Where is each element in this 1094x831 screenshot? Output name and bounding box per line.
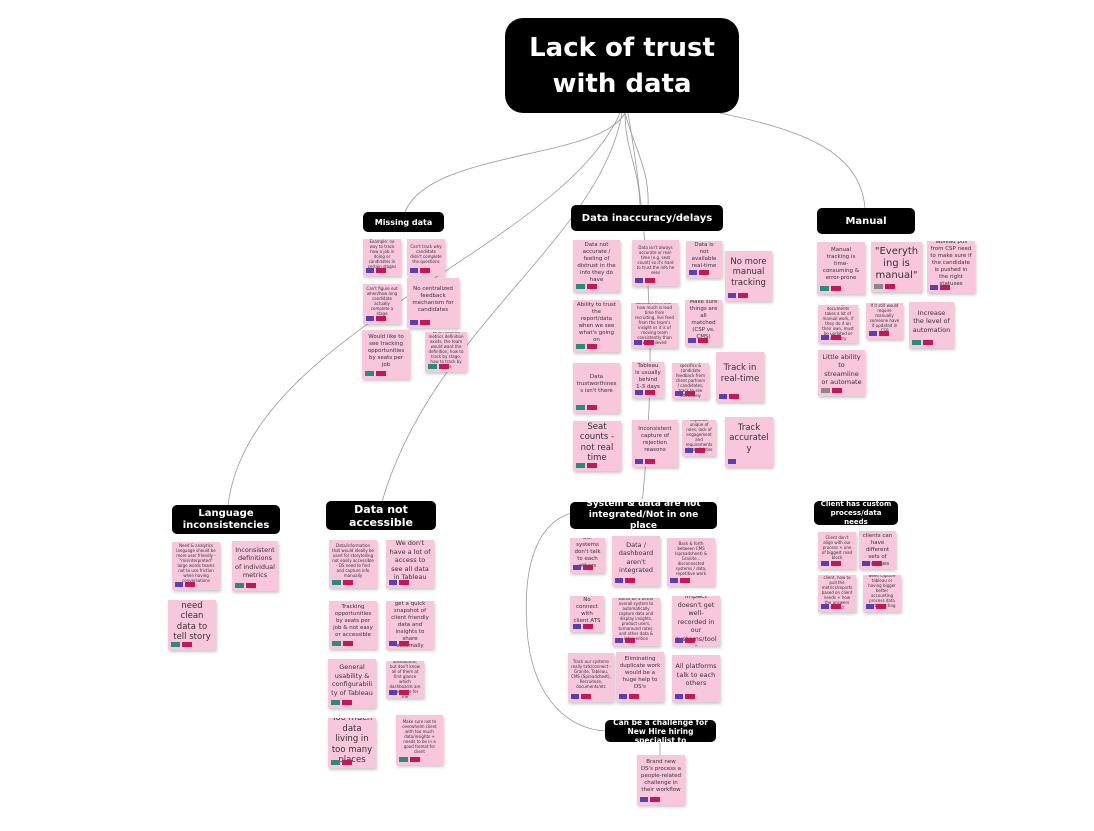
sticky-note[interactable]: Need capture tableau or having bigger be… bbox=[863, 575, 901, 612]
sticky-note[interactable]: Data not accurate / feeling of distrust … bbox=[573, 240, 620, 292]
sticky-note[interactable]: We don't have a lot of access to see all… bbox=[386, 540, 434, 588]
sticky-note[interactable]: Her work's impact doesn't get well-recor… bbox=[672, 596, 720, 646]
connector-manual bbox=[719, 112, 866, 209]
sticky-note[interactable]: Our systems don't talk to each others bbox=[570, 538, 605, 573]
sticky-note[interactable]: All platforms talk to each others bbox=[672, 655, 720, 702]
sticky-note[interactable]: Data / dashboard aren't integrated bbox=[612, 536, 660, 586]
sticky-note[interactable]: need clean data to tell story bbox=[168, 600, 216, 650]
sticky-note[interactable]: Eliminating duplicate work would be a hu… bbox=[616, 652, 664, 702]
sticky-note[interactable]: Track our systems really talk/connect - … bbox=[568, 653, 614, 702]
sticky-note[interactable]: Data isn't always accurate or real-time … bbox=[632, 240, 679, 286]
sticky-note[interactable]: Track accurately bbox=[725, 417, 773, 467]
sticky-note[interactable]: If it still would require manually someo… bbox=[866, 303, 903, 339]
sticky-note[interactable]: Increase the level of automation bbox=[909, 302, 954, 348]
category-data-inaccuracy[interactable]: Data inaccuracy/delays bbox=[571, 205, 723, 231]
sticky-note[interactable]: Would be a better overall system to auto… bbox=[612, 598, 660, 646]
sticky-note[interactable]: Example: no way to track how a job is do… bbox=[363, 239, 401, 276]
sticky-note[interactable]: Data/information that would ideally be u… bbox=[329, 540, 377, 588]
sticky-note[interactable]: Seat counts - not real time bbox=[573, 421, 621, 471]
category-new-hire[interactable]: Can be a challenge for New Hire hiring s… bbox=[605, 718, 716, 745]
sticky-note[interactable]: Tableau/client tool - how much is lead t… bbox=[631, 303, 678, 348]
sticky-note[interactable]: Can't track why candidate didn't complet… bbox=[407, 239, 445, 276]
category-manual[interactable]: Manual bbox=[817, 208, 915, 234]
sticky-note[interactable]: Not easy to get a quick snapshot of clie… bbox=[386, 601, 434, 649]
connector-not-accessible bbox=[380, 112, 623, 506]
sticky-note[interactable]: Manual tracking is time-consuming & erro… bbox=[817, 242, 865, 294]
sticky-note[interactable]: Would like to see tracking opportunities… bbox=[362, 330, 410, 379]
sticky-note[interactable]: Tableau is usually behind 1-3 days bbox=[632, 362, 664, 398]
sticky-note[interactable]: Tracking opportunities by seats per job … bbox=[329, 601, 377, 649]
sticky-note[interactable]: Every clients can have different sets of… bbox=[859, 531, 896, 569]
sticky-note[interactable]: Data trustworthiness isn't there bbox=[573, 363, 620, 413]
sticky-note[interactable]: Tableau pull from CSP need to make sure … bbox=[927, 241, 975, 293]
category-data-not-accessible[interactable]: Data not accessible bbox=[326, 501, 436, 530]
sticky-note[interactable]: Is there specifics & candidate feedback … bbox=[672, 363, 709, 399]
sticky-note[interactable]: Track in real-time bbox=[716, 352, 764, 402]
sticky-note[interactable]: Make sure things are all matched (CSP vs… bbox=[685, 300, 722, 346]
sticky-note[interactable]: There are dashboards, but don't know all… bbox=[386, 661, 424, 698]
sticky-note[interactable]: When desired metrics definition exists, … bbox=[425, 332, 467, 372]
sticky-note[interactable]: Separate unique of roles, lack of engage… bbox=[682, 420, 716, 456]
sticky-note[interactable]: Need & analytics language should be more… bbox=[172, 542, 220, 590]
sticky-note[interactable]: Too much data living in too many places bbox=[328, 718, 376, 768]
sticky-note[interactable]: No centralized feedback mechanism for ca… bbox=[407, 278, 459, 328]
sticky-note[interactable]: Data is not available real-time bbox=[686, 241, 722, 278]
sticky-note[interactable]: "Everything is manual" bbox=[871, 242, 922, 292]
sticky-note[interactable]: No connect with client ATS bbox=[570, 596, 604, 632]
connector-missing-data bbox=[404, 112, 626, 213]
category-not-integrated[interactable]: System & data are not integrated/Not in … bbox=[570, 499, 717, 531]
central-topic[interactable]: Lack of trust with data bbox=[505, 18, 739, 113]
category-language-inconsistencies[interactable]: Language inconsistencies bbox=[172, 505, 280, 534]
sticky-note[interactable]: No more manual tracking bbox=[725, 251, 772, 301]
connector-new-hire bbox=[525, 511, 607, 732]
sticky-note[interactable]: Make sure not to overwhelm client with t… bbox=[396, 715, 443, 765]
sticky-note[interactable]: Little ability to streamline or automate bbox=[818, 350, 865, 396]
sticky-note[interactable]: Brand new DS's process a people-related … bbox=[637, 755, 685, 805]
sticky-note[interactable]: Depends on client, how to pull the metri… bbox=[818, 575, 856, 612]
sticky-note[interactable]: General usability & configurability of T… bbox=[328, 659, 376, 708]
sticky-note[interactable]: Ability to trust the report/data when we… bbox=[573, 300, 620, 352]
category-missing-data[interactable]: Missing data bbox=[363, 212, 444, 232]
sticky-note[interactable]: Tracking of documents takes a lot of man… bbox=[818, 305, 858, 343]
connector-data-inaccuracy-2 bbox=[624, 112, 641, 209]
sticky-note[interactable]: Inconsistent definitions of individual m… bbox=[232, 541, 278, 591]
central-topic-label: Lack of trust with data bbox=[529, 32, 715, 99]
connector-data-inaccuracy-1 bbox=[624, 112, 649, 209]
sticky-note[interactable]: Back & forth between CMS (spreadsheet) &… bbox=[667, 538, 715, 586]
sticky-note[interactable]: Can't figure out when/how long candidate… bbox=[363, 284, 401, 324]
sticky-note[interactable]: Inconsistent capture of rejection reason… bbox=[632, 420, 678, 467]
sticky-note[interactable]: Client don't align with our process + on… bbox=[818, 532, 856, 569]
category-client-custom[interactable]: Client has custom process/data needs bbox=[814, 500, 898, 526]
